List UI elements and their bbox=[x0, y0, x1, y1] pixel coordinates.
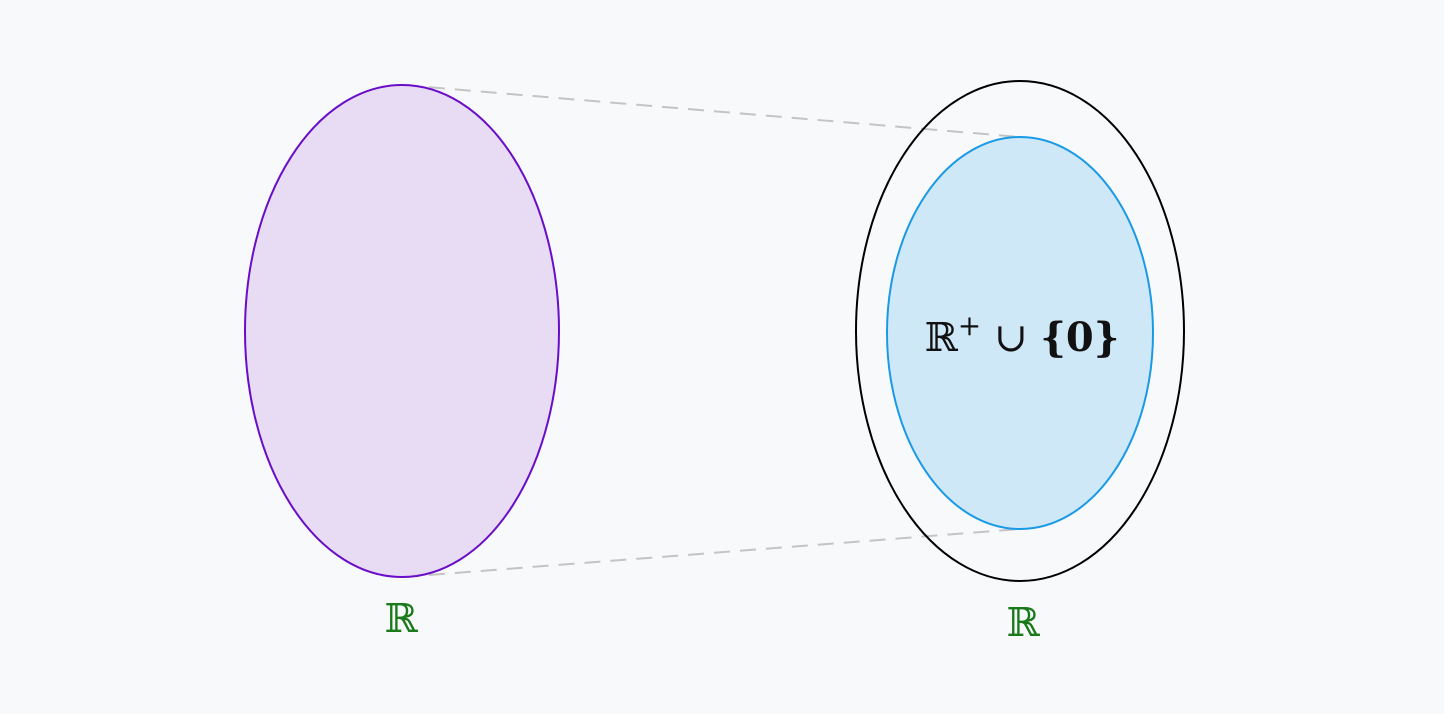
range-set-ellipse bbox=[886, 136, 1154, 530]
connector-top-line bbox=[402, 84, 1021, 138]
codomain-set-ellipse bbox=[855, 80, 1185, 582]
domain-set-label: ℝ bbox=[384, 596, 418, 642]
range-superscript: + bbox=[958, 309, 981, 342]
range-set-label: ℝ+ ∪ {0} bbox=[925, 309, 1120, 361]
domain-set-ellipse bbox=[244, 84, 560, 578]
range-union-symbol: ∪ bbox=[981, 315, 1040, 361]
range-zero-set: {0} bbox=[1040, 314, 1119, 361]
codomain-set-label: ℝ bbox=[1006, 600, 1040, 646]
range-base-symbol: ℝ bbox=[925, 315, 959, 361]
